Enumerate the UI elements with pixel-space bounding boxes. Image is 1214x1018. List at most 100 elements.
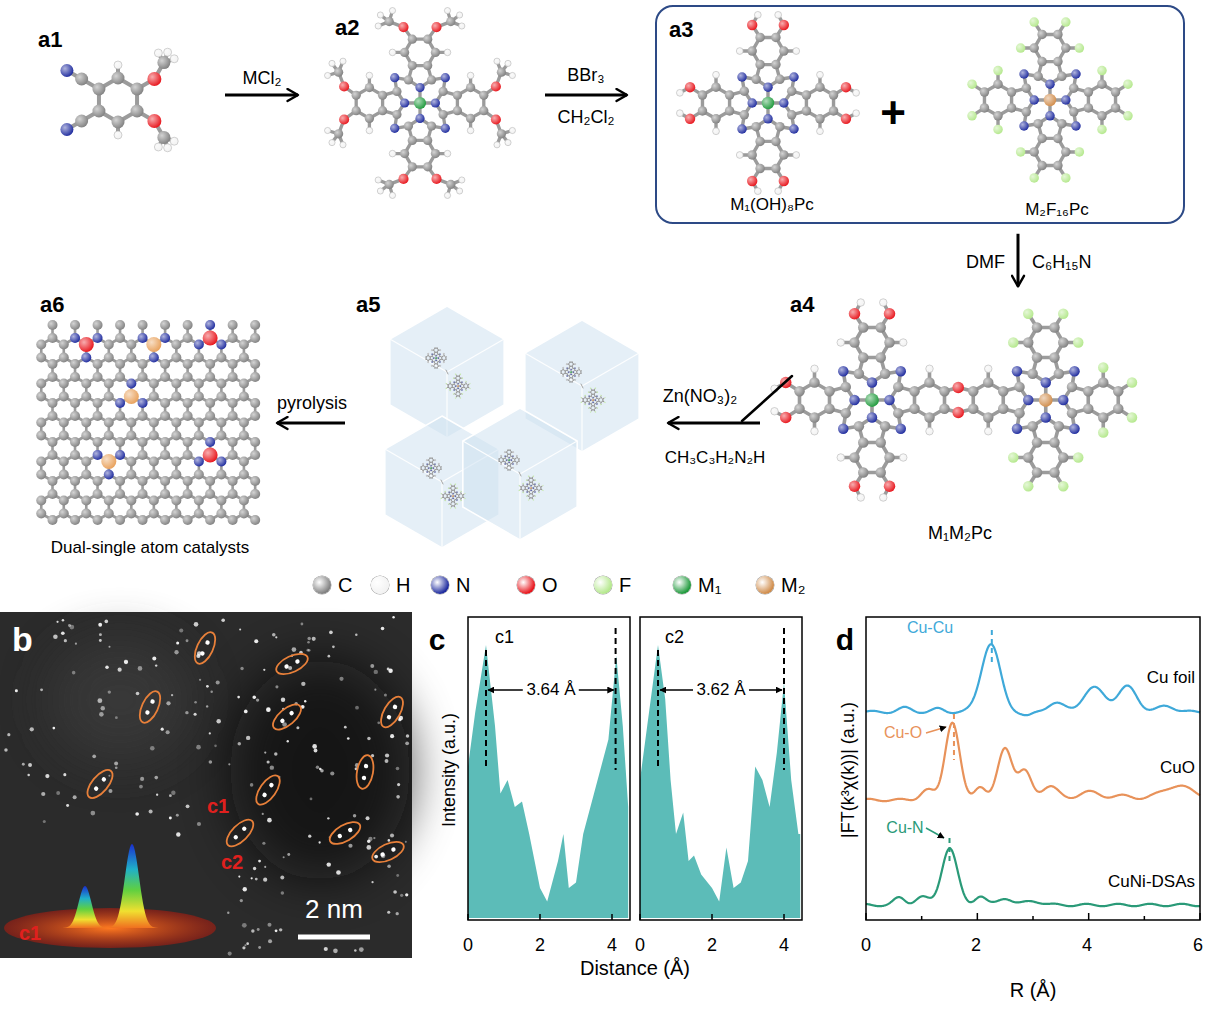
methoxy-phthalocyanine <box>389 8 395 14</box>
zif-polyhedra <box>529 484 531 485</box>
zif-polyhedra <box>434 360 436 361</box>
dimer-molecule <box>876 437 887 448</box>
zif-polyhedra <box>569 361 570 362</box>
zif-polyhedra <box>570 362 572 363</box>
zif-polyhedra <box>569 375 570 376</box>
zif-polyhedra <box>503 459 504 461</box>
zif-polyhedra <box>460 384 461 386</box>
zif-polyhedra <box>437 469 439 470</box>
zif-polyhedra <box>522 485 523 486</box>
zif-polyhedra <box>516 464 517 465</box>
dimer-molecule <box>1127 377 1138 388</box>
zif-polyhedra <box>436 354 438 355</box>
zif-polyhedra <box>446 383 447 384</box>
zif-polyhedra <box>574 368 575 370</box>
zif-polyhedra <box>426 475 427 476</box>
zif-polyhedra <box>469 388 470 389</box>
zif-polyhedra <box>512 458 513 459</box>
zif-polyhedra <box>505 456 507 457</box>
methoxy-phthalocyanine <box>334 129 343 138</box>
zif-polyhedra <box>437 466 439 467</box>
zif-polyhedra <box>526 491 527 492</box>
dimer-molecule <box>1098 362 1109 373</box>
zif-polyhedra <box>584 397 585 398</box>
zif-polyhedra <box>514 460 515 461</box>
zif-polyhedra <box>589 396 591 397</box>
zif-polyhedra <box>448 503 449 504</box>
zif-polyhedra <box>429 473 430 474</box>
zif-polyhedra <box>566 379 567 380</box>
hydroxy-phthalocyanine <box>817 71 824 78</box>
methoxy-phthalocyanine <box>390 124 399 133</box>
dimer-molecule <box>900 454 908 462</box>
dimer-molecule <box>1069 424 1080 435</box>
zif-polyhedra <box>431 466 432 468</box>
zif-polyhedra <box>462 494 463 495</box>
fluoro-phthalocyanine <box>967 79 976 88</box>
zif-polyhedra <box>468 387 470 388</box>
zif-polyhedra <box>569 366 571 368</box>
zif-polyhedra <box>434 366 435 368</box>
zif-polyhedra <box>423 469 425 470</box>
dimer-molecule <box>1058 452 1069 463</box>
methoxy-phthalocyanine <box>404 121 413 130</box>
methoxy-phthalocyanine <box>453 106 462 115</box>
zif-polyhedra <box>573 363 574 364</box>
zif-polyhedra <box>571 370 572 372</box>
zif-polyhedra <box>453 490 454 491</box>
zif-polyhedra <box>438 465 439 466</box>
zif-polyhedra <box>463 385 464 387</box>
zif-polyhedra <box>503 461 505 463</box>
methoxy-phthalocyanine <box>431 174 441 184</box>
zif-polyhedra <box>440 359 442 361</box>
zif-polyhedra <box>531 484 533 485</box>
zif-polyhedra <box>453 498 455 499</box>
zif-polyhedra <box>591 403 592 404</box>
zif-polyhedra <box>529 488 531 489</box>
zif-polyhedra <box>443 497 445 498</box>
zif-polyhedra <box>442 494 443 495</box>
zif-polyhedra <box>452 495 454 497</box>
dimer-molecule <box>1049 352 1060 363</box>
zif-polyhedra <box>525 488 526 489</box>
zif-polyhedra <box>434 352 435 353</box>
fluoro-phthalocyanine <box>1057 72 1066 81</box>
zif-polyhedra <box>591 392 592 394</box>
dimer-molecule <box>837 454 845 462</box>
zif-polyhedra <box>534 486 535 487</box>
zif-polyhedra <box>591 388 592 390</box>
zif-polyhedra <box>509 469 510 470</box>
zif-polyhedra <box>570 369 571 370</box>
zif-polyhedra <box>451 492 453 493</box>
zif-polyhedra <box>527 489 528 490</box>
methoxy-phthalocyanine <box>408 61 417 70</box>
dimer-molecule <box>1098 427 1109 438</box>
zif-polyhedra <box>532 491 533 492</box>
fluoro-phthalocyanine <box>1071 69 1080 78</box>
zif-polyhedra <box>464 498 465 499</box>
dimer-molecule <box>880 421 891 432</box>
zif-polyhedra <box>588 395 589 396</box>
dimer-molecule <box>939 386 950 397</box>
zif-polyhedra <box>452 498 453 499</box>
zif-polyhedra <box>444 359 446 360</box>
dimer-molecule <box>1127 412 1138 423</box>
zif-polyhedra <box>459 392 460 394</box>
dimer-molecule <box>1058 337 1069 348</box>
hydroxy-phthalocyanine <box>775 11 782 18</box>
zif-polyhedra <box>457 391 459 392</box>
zif-polyhedra <box>456 389 457 390</box>
hydroxy-phthalocyanine <box>775 75 784 84</box>
zif-polyhedra <box>530 478 532 479</box>
dimer-molecule <box>854 369 865 380</box>
zif-polyhedra <box>439 353 440 354</box>
fluoro-phthalocyanine <box>1061 147 1070 156</box>
zif-polyhedra <box>501 458 503 459</box>
zif-polyhedra <box>463 494 465 495</box>
zif-polyhedra <box>425 358 426 359</box>
zif-polyhedra <box>583 399 584 401</box>
dimer-molecule <box>1098 377 1109 388</box>
zif-polyhedra <box>514 458 515 459</box>
fluoro-phthalocyanine <box>1061 17 1070 26</box>
zif-polyhedra <box>563 373 565 374</box>
